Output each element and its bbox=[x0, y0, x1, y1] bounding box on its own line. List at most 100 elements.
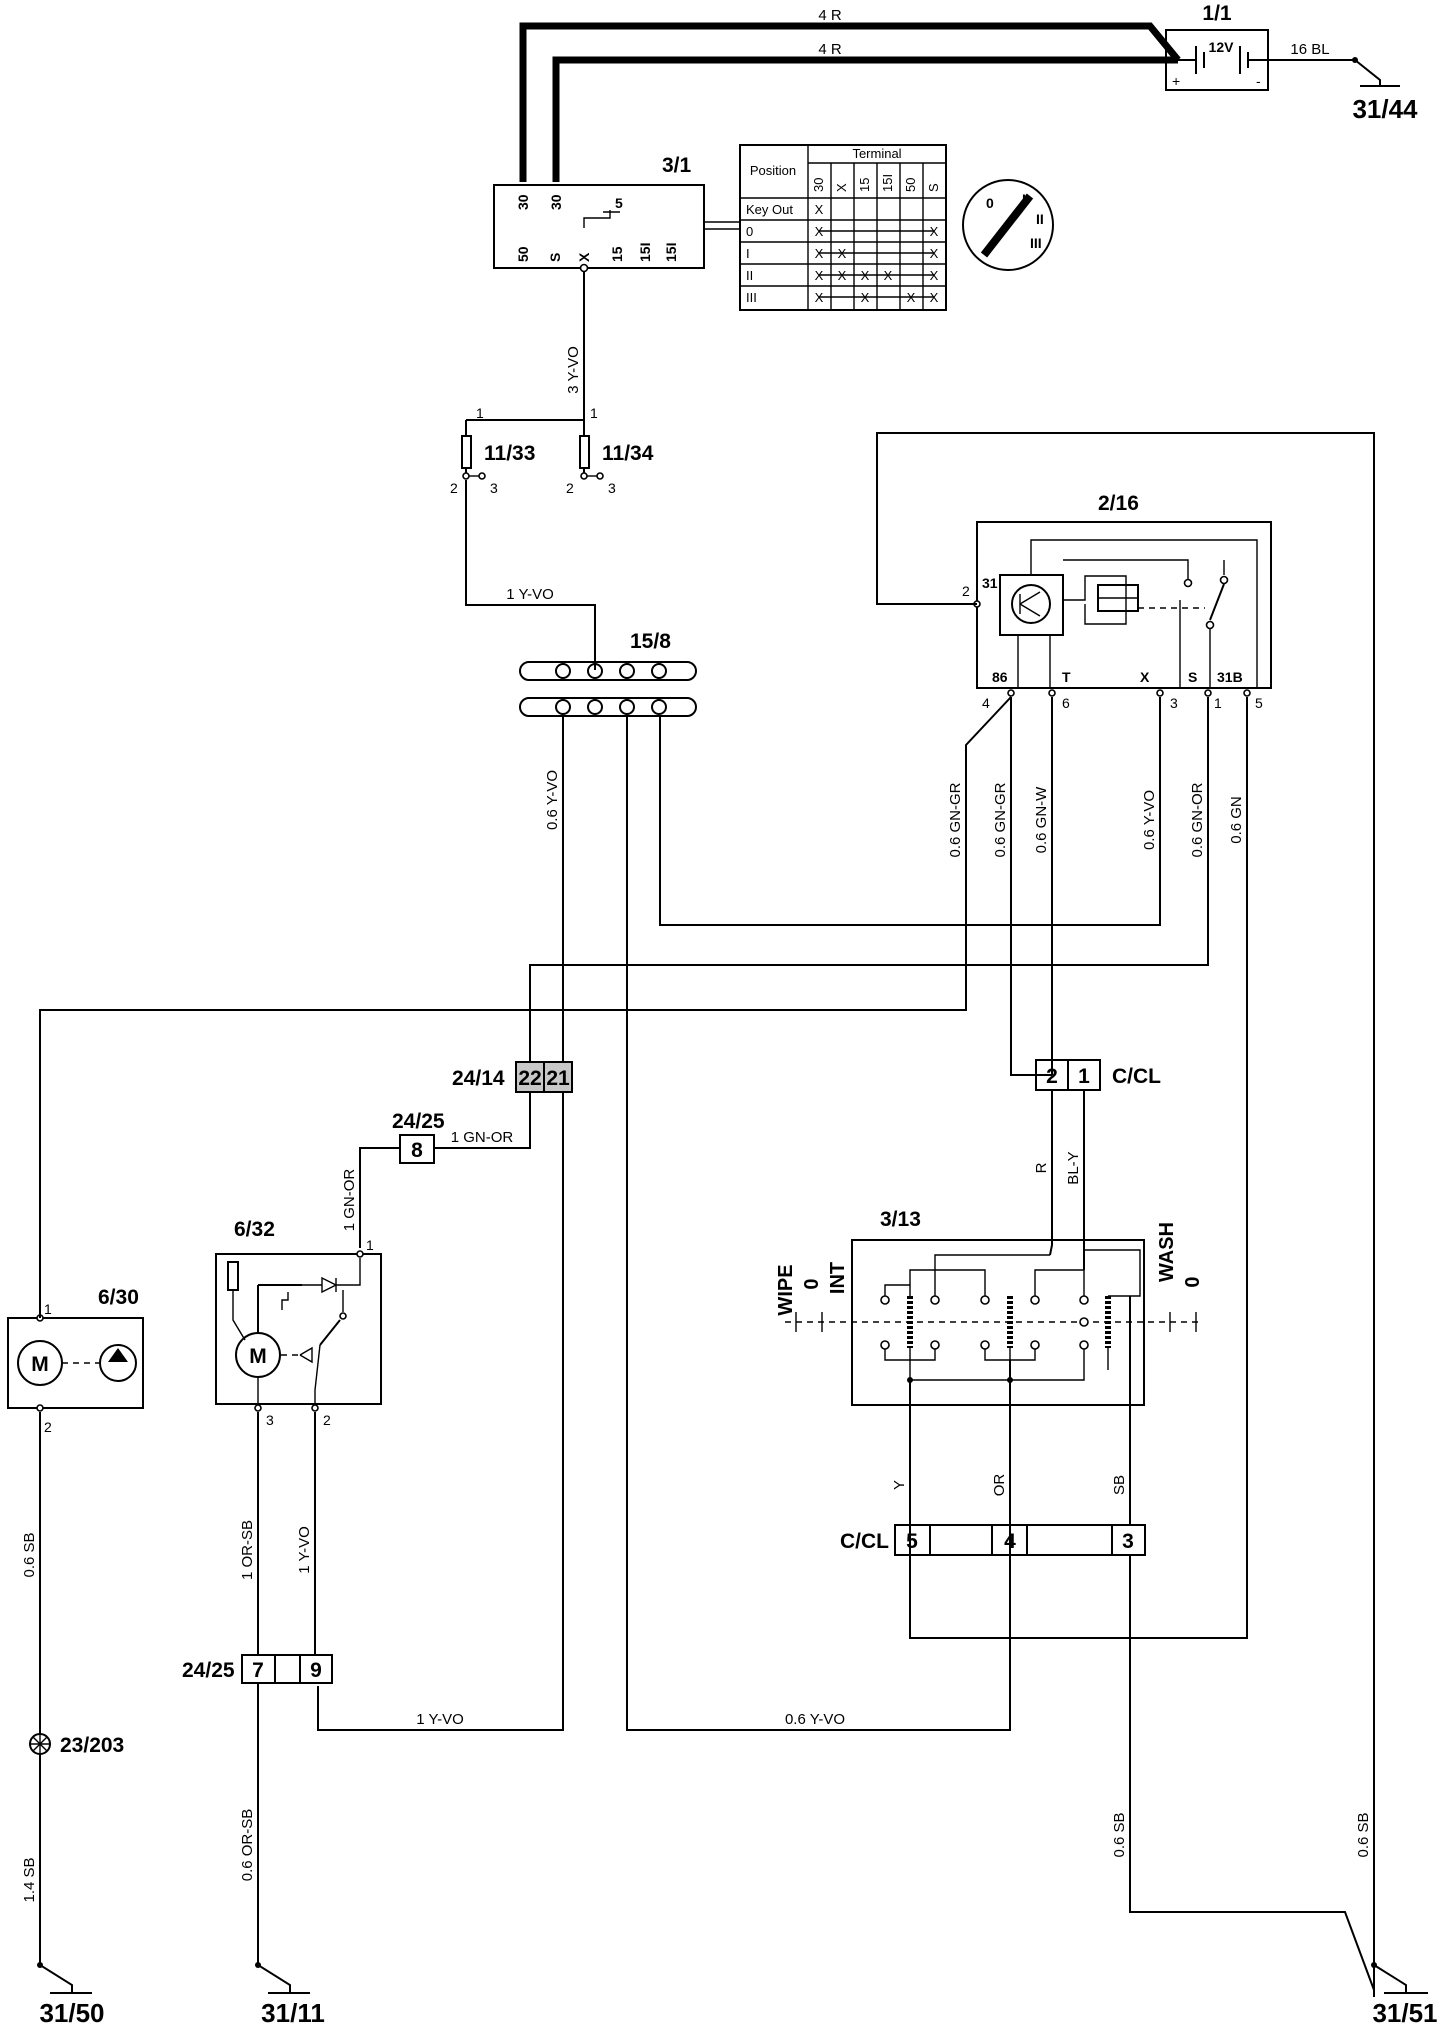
wire-label-pump-sb: 0.6 SB bbox=[21, 1532, 38, 1577]
key-pos-2: II bbox=[1036, 211, 1044, 227]
switch-label-int: INT bbox=[827, 1262, 849, 1294]
table-terminal-4: 50 bbox=[903, 178, 918, 192]
wire-label-bottom-yvo-b: 0.6 Y-VO bbox=[785, 1711, 845, 1728]
table-mark-2-5: X bbox=[930, 246, 939, 261]
relay-term-t: T bbox=[1062, 669, 1071, 685]
table-row-label-4: III bbox=[746, 290, 757, 305]
table-mark-3-5: X bbox=[930, 268, 939, 283]
wire-label-conn8: 1 GN-OR bbox=[451, 1129, 514, 1146]
relay-pin-1: 1 bbox=[1214, 695, 1222, 711]
wiper-motor-pin3: 3 bbox=[266, 1412, 274, 1428]
battery-id: 1/1 bbox=[1202, 2, 1232, 25]
wire-1yvo-splice bbox=[465, 480, 596, 670]
fuse-a-pin1: 1 bbox=[476, 405, 484, 421]
ground-31-51: 31/51 bbox=[1372, 1998, 1437, 2026]
table-row-label-0: Key Out bbox=[746, 202, 793, 217]
conn2425-bottom-id: 24/25 bbox=[182, 1659, 235, 1682]
wire-label-gnw: 0.6 GN-W bbox=[1033, 786, 1050, 854]
wiper-switch-id: 3/13 bbox=[880, 1208, 921, 1231]
wiper-motor-pin1: 1 bbox=[366, 1237, 374, 1253]
key-pos-3: III bbox=[1030, 235, 1042, 251]
washer-pump-pin2: 2 bbox=[44, 1419, 52, 1435]
ign-pin-15: 15 bbox=[609, 246, 625, 262]
table-row-label-3: II bbox=[746, 268, 753, 283]
wire-label-ground-sb-b: 0.6 SB bbox=[1355, 1812, 1372, 1857]
ign-pin-15i-a: 15I bbox=[637, 243, 653, 262]
ccl-bottom-id: C/CL bbox=[840, 1530, 889, 1553]
conn2425-pin9: 9 bbox=[310, 1659, 322, 1682]
wire-gnor-to-8 bbox=[434, 1092, 531, 1149]
relay-pin-4: 4 bbox=[982, 695, 990, 711]
wire-gnor-s bbox=[529, 697, 1209, 1062]
wire-label-gngr-b: 0.6 GN-GR bbox=[992, 782, 1009, 857]
table-header-terminal: Terminal bbox=[852, 146, 901, 161]
ccl-top-id: C/CL bbox=[1112, 1065, 1161, 1088]
connector-24-14: 22 21 24/14 bbox=[452, 1061, 573, 1093]
intermittent-relay: 2/16 31 2 86 T X S 31B 4 6 3 1 5 bbox=[962, 492, 1272, 711]
splice-15-8: 15/8 bbox=[519, 630, 697, 717]
wire-label-yvo-2421: 0.6 Y-VO bbox=[544, 770, 561, 830]
wire-gnor-motor bbox=[359, 1147, 400, 1248]
wiper-motor-m: M bbox=[249, 1345, 267, 1368]
wire-label-gn: 0.6 GN bbox=[1228, 796, 1245, 844]
battery-voltage: 12V bbox=[1209, 39, 1235, 55]
wire-label-4r-second: 4 R bbox=[818, 41, 842, 58]
connector-ccl-top: 2 1 C/CL bbox=[1035, 1059, 1161, 1091]
ccl-bottom-pin3: 3 bbox=[1122, 1530, 1134, 1553]
wire-4r-top bbox=[519, 22, 1181, 182]
wire-r bbox=[1049, 1090, 1053, 1256]
connector-24-25-bottom: 7 9 24/25 bbox=[182, 1654, 333, 1684]
wire-label-gnor-s: 0.6 GN-OR bbox=[1189, 782, 1206, 857]
fuse-b-pin2: 2 bbox=[566, 480, 574, 496]
table-row-label-2: I bbox=[746, 246, 750, 261]
ground-31-50: 31/50 bbox=[39, 1998, 104, 2026]
wire-relay-31-ground bbox=[876, 432, 1375, 1997]
fuse-b-id: 11/34 bbox=[602, 442, 654, 465]
relay-term-31b: 31B bbox=[1217, 669, 1243, 685]
svg-text:+: + bbox=[1172, 73, 1180, 89]
svg-text:-: - bbox=[1256, 73, 1261, 89]
wire-label-1yvo-splice: 1 Y-VO bbox=[506, 586, 554, 603]
ign-pin-x: X bbox=[576, 252, 592, 262]
connector-ccl-bottom: 5 4 3 C/CL bbox=[840, 1524, 1146, 1556]
ignition-switch-id: 3/1 bbox=[662, 154, 692, 177]
wiper-motor: 6/32 1 M 3 2 bbox=[215, 1218, 382, 1428]
washer-pump: 6/30 1 M 2 bbox=[7, 1286, 144, 1435]
table-terminal-5: S bbox=[926, 183, 941, 192]
connector-24-25-top: 8 24/25 bbox=[392, 1110, 445, 1164]
wire-label-ground-sb-a: 0.6 SB bbox=[1111, 1812, 1128, 1857]
conn2425-pin8: 8 bbox=[411, 1139, 423, 1162]
wire-label-bly: BL-Y bbox=[1065, 1151, 1082, 1184]
wire-label-gngr-a: 0.6 GN-GR bbox=[947, 782, 964, 857]
conn2414-pin22: 22 bbox=[518, 1067, 541, 1090]
conn2425-pin7: 7 bbox=[252, 1659, 264, 1682]
key-pos-0: 0 bbox=[986, 195, 994, 211]
wiper-motor-pin2: 2 bbox=[323, 1412, 331, 1428]
fuse-11-33: 1 2 3 11/33 bbox=[450, 405, 535, 496]
wire-4r-second bbox=[552, 56, 1178, 182]
wiper-motor-id: 6/32 bbox=[234, 1218, 275, 1241]
ign-pin-15i-b: 15I bbox=[663, 243, 679, 262]
splice-id: 15/8 bbox=[630, 630, 671, 653]
switch-label-wash: WASH bbox=[1156, 1222, 1178, 1282]
wire-label-bulb-sb: 1.4 SB bbox=[21, 1857, 38, 1902]
table-mark-0-0: X bbox=[815, 202, 824, 217]
fuse-11-34: 1 2 3 11/34 bbox=[566, 405, 654, 496]
conn2414-pin21: 21 bbox=[546, 1067, 570, 1090]
wire-ccl3-sb bbox=[1129, 1555, 1375, 1991]
ignition-key-icon: 0 I II III bbox=[962, 179, 1054, 271]
wire-label-16bl: 16 BL bbox=[1290, 41, 1329, 58]
table-terminal-1: X bbox=[834, 183, 849, 192]
washer-pump-m: M bbox=[31, 1353, 49, 1376]
ground-31-44: 31/44 bbox=[1352, 94, 1418, 124]
wire-label-yvo-x: 0.6 Y-VO bbox=[1141, 790, 1158, 850]
washer-pump-id: 6/30 bbox=[98, 1286, 139, 1309]
wire-label-orsb: 1 OR-SB bbox=[239, 1520, 256, 1580]
table-mark-4-5: X bbox=[930, 290, 939, 305]
relay-term-s: S bbox=[1188, 669, 1197, 685]
fuse-a-pin2: 2 bbox=[450, 480, 458, 496]
ccl-bottom-pin4: 4 bbox=[1004, 1530, 1016, 1553]
relay-id: 2/16 bbox=[1098, 492, 1139, 515]
wire-label-r: R bbox=[1033, 1162, 1050, 1173]
